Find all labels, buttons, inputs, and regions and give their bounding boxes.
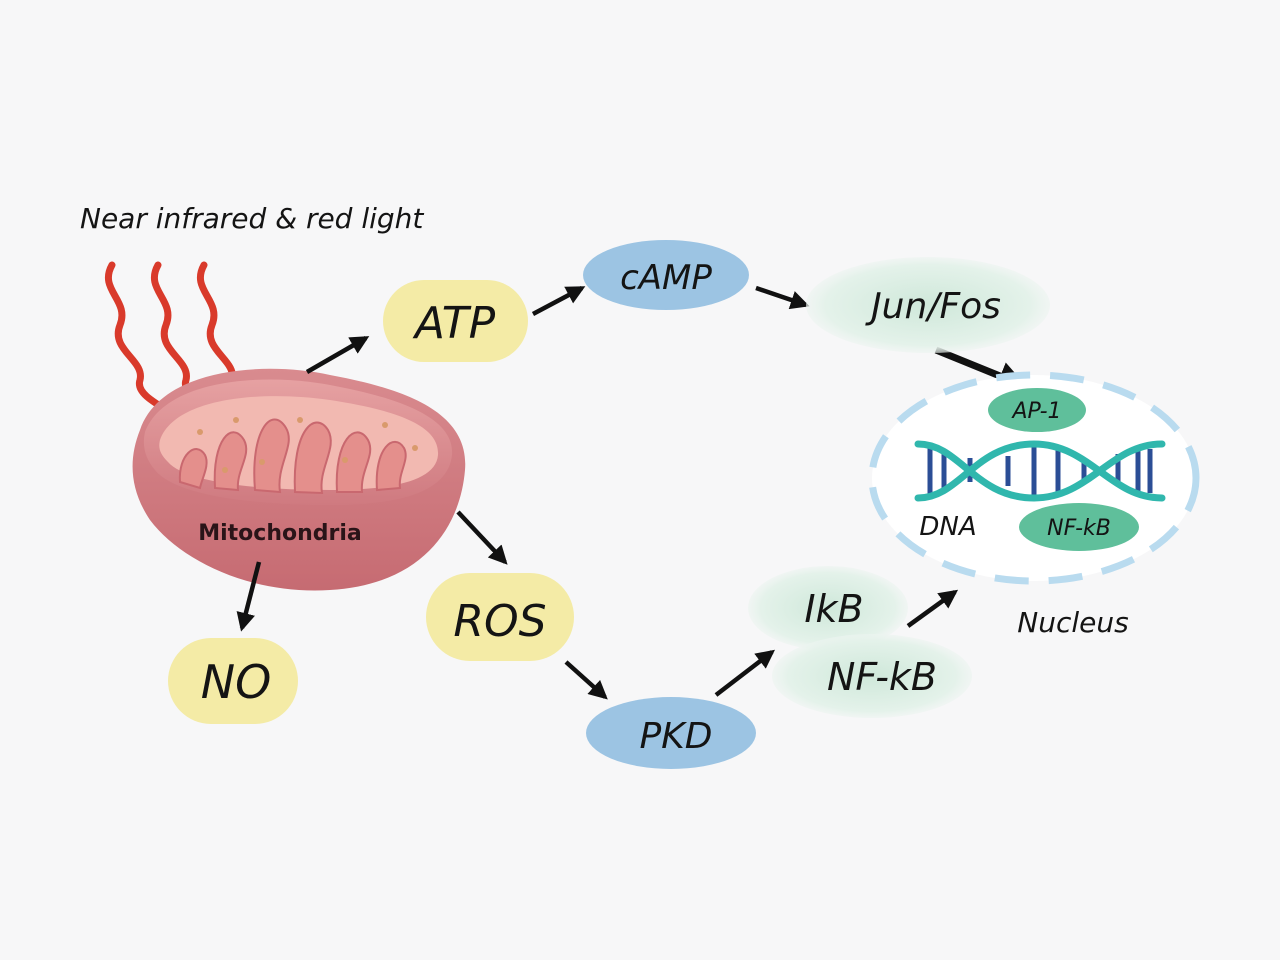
nucleus-nfkb-label: NF-kB (1047, 516, 1111, 541)
node-camp: cAMP (583, 240, 749, 310)
node-no-label: NO (201, 655, 272, 709)
node-no: NO (168, 638, 298, 724)
arrow-ikb-to-nucleus (906, 589, 959, 628)
arrow-mito-to-ros (456, 510, 508, 565)
nucleus: AP-1 DNA NF-kB (868, 371, 1200, 585)
nucleus-label: Nucleus (1017, 606, 1128, 639)
dna-helix-icon (914, 440, 1166, 502)
pathway-arrows (236, 285, 1028, 700)
node-pkd: PKD (586, 697, 756, 769)
node-pkd-label: PKD (639, 716, 712, 757)
nucleus-dna-label: DNA (919, 512, 976, 542)
node-ros: ROS (426, 573, 574, 661)
node-atp-label: ATP (412, 298, 496, 349)
node-junfos: Jun/Fos (806, 257, 1050, 353)
node-camp-label: cAMP (620, 258, 712, 298)
node-nfkb-label: NF-kB (827, 655, 937, 699)
arrow-pkd-to-ikb (714, 649, 775, 697)
arrow-atp-to-camp (531, 286, 586, 316)
nucleus-ap1-label: AP-1 (1010, 399, 1061, 424)
light-ray-1 (104, 261, 202, 433)
light-label: Near infrared & red light (80, 202, 424, 235)
node-ikb-label: IkB (804, 587, 863, 631)
arrow-mito-to-atp (305, 336, 370, 374)
arrow-ros-to-pkd (564, 660, 608, 700)
node-junfos-label: Jun/Fos (865, 286, 1001, 327)
node-atp: ATP (383, 280, 528, 362)
mitochondria-label: Mitochondria (198, 521, 362, 546)
arrow-mito-to-no (236, 561, 262, 632)
node-ikb: IkB (748, 566, 908, 650)
node-nfkb: NF-kB (772, 634, 972, 718)
arrow-camp-to-junfos (755, 285, 810, 310)
node-ros-label: ROS (453, 596, 546, 647)
mitochondria-icon: Mitochondria (132, 368, 466, 591)
